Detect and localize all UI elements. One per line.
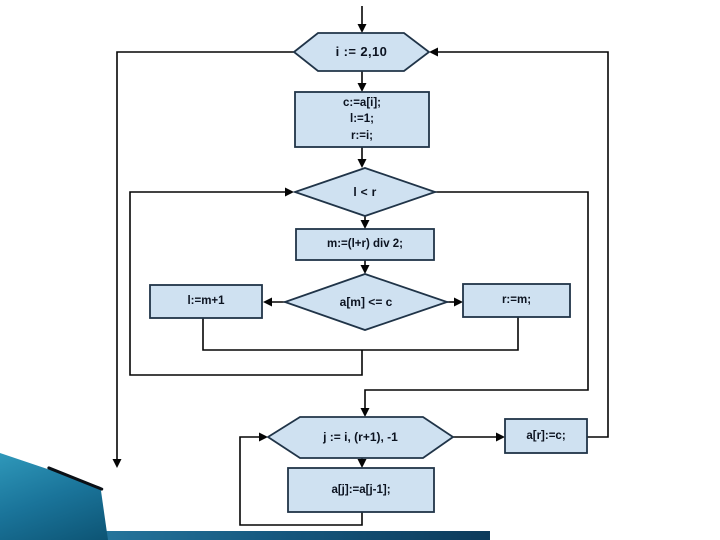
connector-ar-to-loopi xyxy=(431,51,609,438)
arrowhead-down xyxy=(360,265,370,274)
arrowhead-right xyxy=(496,432,505,442)
arrowhead-down xyxy=(357,24,367,33)
node-set-l-rect xyxy=(149,284,263,319)
flowchart-arrowheads xyxy=(112,24,505,468)
node-loop-j-hexagon xyxy=(266,416,455,459)
connector-setr-merge xyxy=(362,317,519,351)
arrowhead-down xyxy=(357,83,367,92)
arrowhead-right xyxy=(259,432,268,442)
arrowhead-down xyxy=(112,459,122,468)
connector-loopj-loopback xyxy=(239,436,363,526)
node-mid-rect xyxy=(295,228,435,261)
connector-while-exit xyxy=(364,191,589,415)
arrowhead-left xyxy=(429,47,438,57)
node-assign-ar-rect xyxy=(504,418,588,454)
node-compare-diamond xyxy=(282,273,450,331)
arrowhead-right xyxy=(285,187,294,197)
node-while-diamond xyxy=(292,167,438,217)
arrowhead-down xyxy=(360,408,370,417)
arrowhead-down xyxy=(357,459,367,468)
arrowhead-right xyxy=(454,297,463,307)
node-shift-rect xyxy=(287,467,435,513)
slide-bottom-bar xyxy=(0,531,490,540)
node-loop-i-hexagon xyxy=(292,32,431,72)
flowchart-nodes xyxy=(149,32,588,513)
connector-while-loopback xyxy=(129,191,363,376)
node-set-r-rect xyxy=(462,283,571,318)
connector-setl-merge xyxy=(202,318,362,351)
arrowhead-left xyxy=(263,297,272,307)
arrowhead-down xyxy=(360,220,370,229)
node-init-rect xyxy=(294,91,430,148)
connector-loopi-exit xyxy=(116,51,294,459)
arrowhead-down xyxy=(357,159,367,168)
